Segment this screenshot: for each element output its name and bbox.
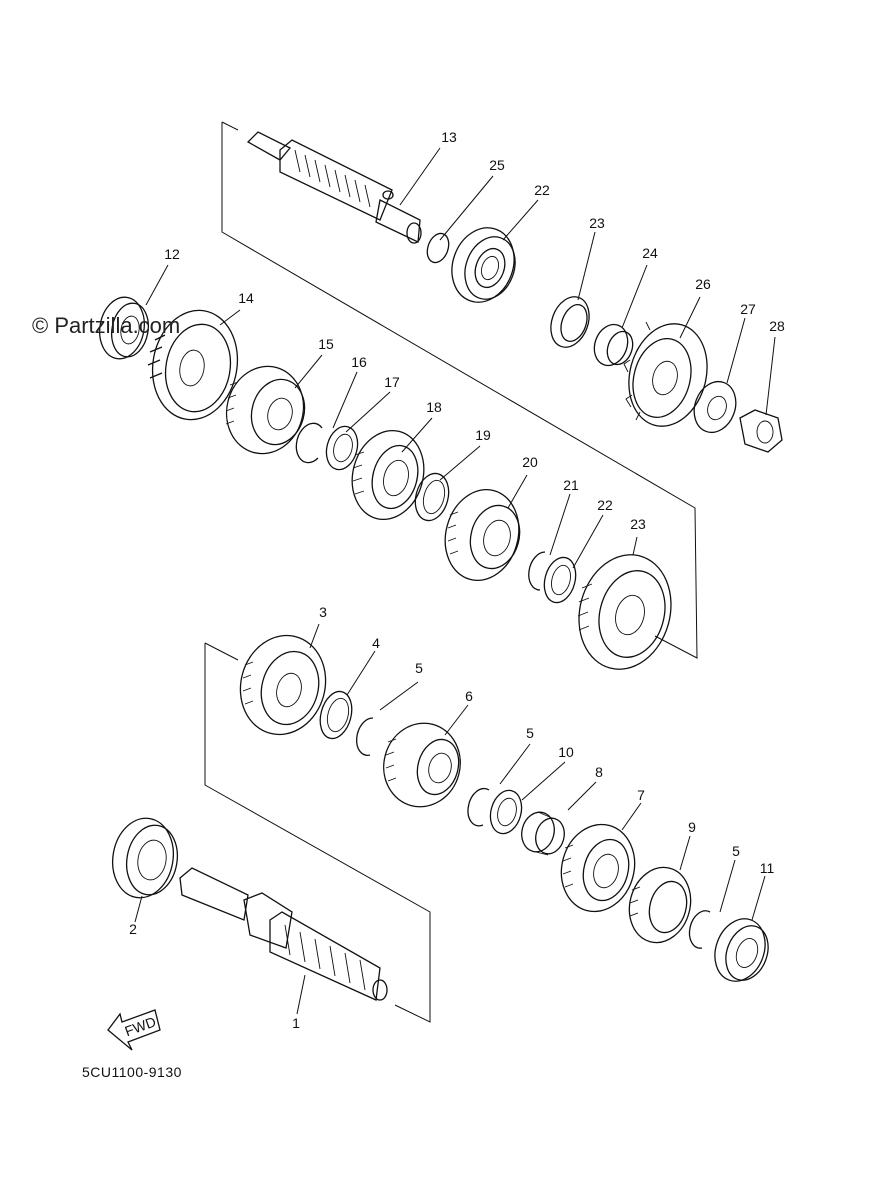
callout-5b[interactable]: 5 xyxy=(526,725,534,741)
part-labels: 13 25 22 23 24 26 27 28 12 14 15 16 17 1… xyxy=(129,129,785,1031)
circlip-16[interactable] xyxy=(295,422,323,464)
callout-19[interactable]: 19 xyxy=(475,427,491,443)
gear-9[interactable] xyxy=(621,861,699,950)
circlip-5b[interactable] xyxy=(467,787,490,827)
upper-assembly-frame xyxy=(221,121,698,659)
washer-22[interactable] xyxy=(540,554,581,606)
gear-7[interactable] xyxy=(552,816,644,920)
nut-30[interactable] xyxy=(739,409,783,453)
needle-bearing-8[interactable] xyxy=(517,809,568,857)
fwd-arrow-icon: FWD xyxy=(107,1009,161,1051)
callout-2[interactable]: 2 xyxy=(129,921,137,937)
gear-20[interactable] xyxy=(435,481,528,589)
gear-15[interactable] xyxy=(217,358,313,463)
diagram-code: 5CU1100-9130 xyxy=(82,1064,182,1080)
callout-17[interactable]: 17 xyxy=(384,374,400,390)
callout-30[interactable]: 28 xyxy=(769,318,785,334)
gear-18[interactable] xyxy=(343,422,434,527)
drive-sprocket-28[interactable] xyxy=(618,315,718,435)
callout-14[interactable]: 14 xyxy=(238,290,254,306)
callout-29[interactable]: 27 xyxy=(740,301,756,317)
washer-10[interactable] xyxy=(486,787,526,837)
collar-26[interactable] xyxy=(589,320,637,370)
circlip-5a[interactable] xyxy=(356,717,374,756)
gear-3[interactable] xyxy=(229,626,336,744)
callout-12[interactable]: 12 xyxy=(164,246,180,262)
callout-18[interactable]: 18 xyxy=(426,399,442,415)
main-axle-shaft[interactable] xyxy=(246,131,422,244)
bearing-11[interactable] xyxy=(707,912,776,989)
callout-10[interactable]: 10 xyxy=(558,744,574,760)
o-ring-27[interactable] xyxy=(423,230,452,265)
washer-4[interactable] xyxy=(315,688,356,742)
callout-16[interactable]: 16 xyxy=(351,354,367,370)
gear-14[interactable] xyxy=(144,304,246,427)
callout-24[interactable]: 22 xyxy=(534,182,550,198)
callout-25[interactable]: 23 xyxy=(589,215,605,231)
callout-13[interactable]: 13 xyxy=(441,129,457,145)
callout-22[interactable]: 22 xyxy=(597,497,613,513)
callout-20[interactable]: 20 xyxy=(522,454,538,470)
oil-seal-25[interactable] xyxy=(544,291,596,352)
callout-1[interactable]: 1 xyxy=(292,1015,300,1031)
callout-26[interactable]: 24 xyxy=(642,245,658,261)
lower-assembly-frame xyxy=(204,642,431,1023)
gear-23[interactable] xyxy=(567,544,684,679)
callout-21[interactable]: 21 xyxy=(563,477,579,493)
washer-19[interactable] xyxy=(410,470,453,525)
callout-9[interactable]: 9 xyxy=(688,819,696,835)
bearing-12[interactable] xyxy=(95,294,152,363)
callout-7[interactable]: 7 xyxy=(637,787,645,803)
leader-lines xyxy=(134,147,776,1015)
lock-washer-29[interactable] xyxy=(687,376,742,439)
callout-5c[interactable]: 5 xyxy=(732,843,740,859)
bearing-24[interactable] xyxy=(442,219,524,311)
callout-3[interactable]: 3 xyxy=(319,604,327,620)
washer-17[interactable] xyxy=(322,423,362,473)
callout-8[interactable]: 8 xyxy=(595,764,603,780)
callout-6[interactable]: 6 xyxy=(465,688,473,704)
callout-4[interactable]: 4 xyxy=(372,635,380,651)
callout-5a[interactable]: 5 xyxy=(415,660,423,676)
callout-23[interactable]: 23 xyxy=(630,516,646,532)
drive-axle-shaft[interactable] xyxy=(179,867,388,1001)
callout-15[interactable]: 15 xyxy=(318,336,334,352)
gear-6[interactable] xyxy=(374,715,469,816)
watermark-text: © Partzilla.com xyxy=(32,313,181,338)
circlip-21[interactable] xyxy=(528,551,546,591)
callout-11[interactable]: 11 xyxy=(760,860,775,876)
callout-28[interactable]: 26 xyxy=(695,276,711,292)
circlip-5c[interactable] xyxy=(688,910,711,949)
bearing-2[interactable] xyxy=(107,813,183,902)
callout-27[interactable]: 25 xyxy=(489,157,505,173)
